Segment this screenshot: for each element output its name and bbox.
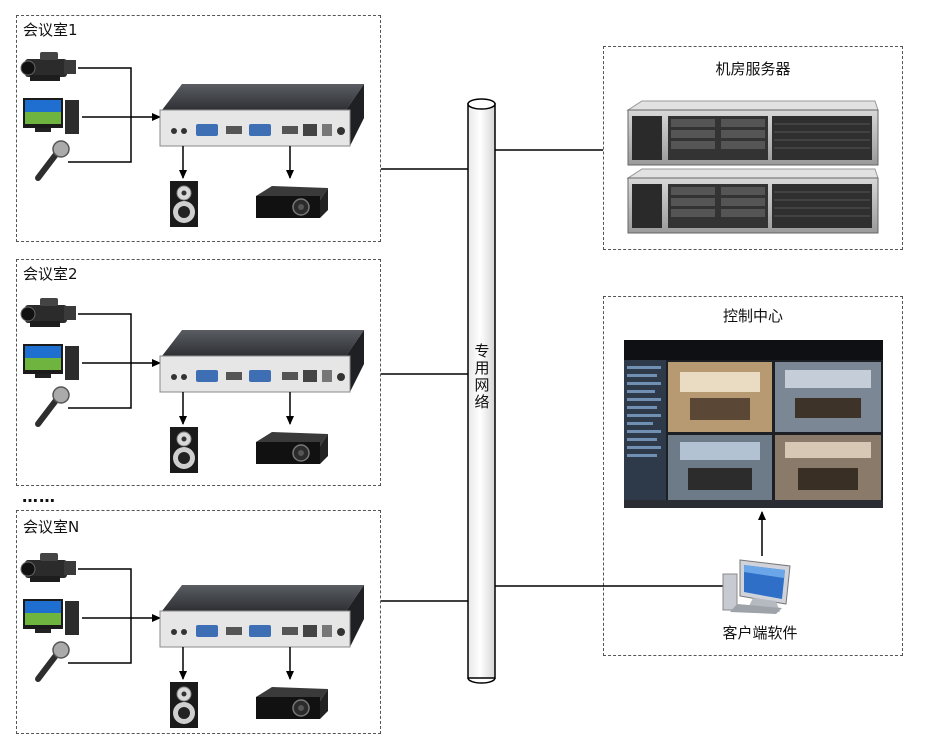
network-char: 络: [474, 393, 490, 411]
client-computer-icon: [722, 559, 791, 614]
control-center-label: 控制中心: [722, 307, 783, 325]
more-rooms-ellipsis: ……: [22, 487, 56, 506]
private-network-tube: [467, 98, 496, 684]
room-1-devices: [21, 52, 364, 227]
room-2-devices: [21, 298, 364, 473]
network-char: 网: [474, 376, 490, 394]
control-center-frame: [603, 296, 903, 656]
client-software-label: 客户端软件: [722, 624, 798, 642]
room-1-label: 会议室1: [23, 21, 78, 39]
room-1-frame: [16, 15, 381, 242]
room-n-frame: [16, 510, 381, 734]
rack-server-icon: [626, 100, 879, 166]
server-room-label: 机房服务器: [715, 60, 791, 78]
server-room-frame: [603, 46, 903, 250]
room-2-label: 会议室2: [23, 265, 78, 283]
network-char: 用: [474, 359, 490, 377]
room-n-devices: [21, 553, 364, 728]
monitoring-software-screenshot: [624, 340, 883, 508]
room-n-label: 会议室N: [23, 518, 80, 536]
private-network-label: 专 用 网 络: [472, 343, 492, 411]
network-char: 专: [474, 342, 490, 360]
room-2-frame: [16, 259, 381, 486]
rack-server-icon: [626, 168, 879, 234]
